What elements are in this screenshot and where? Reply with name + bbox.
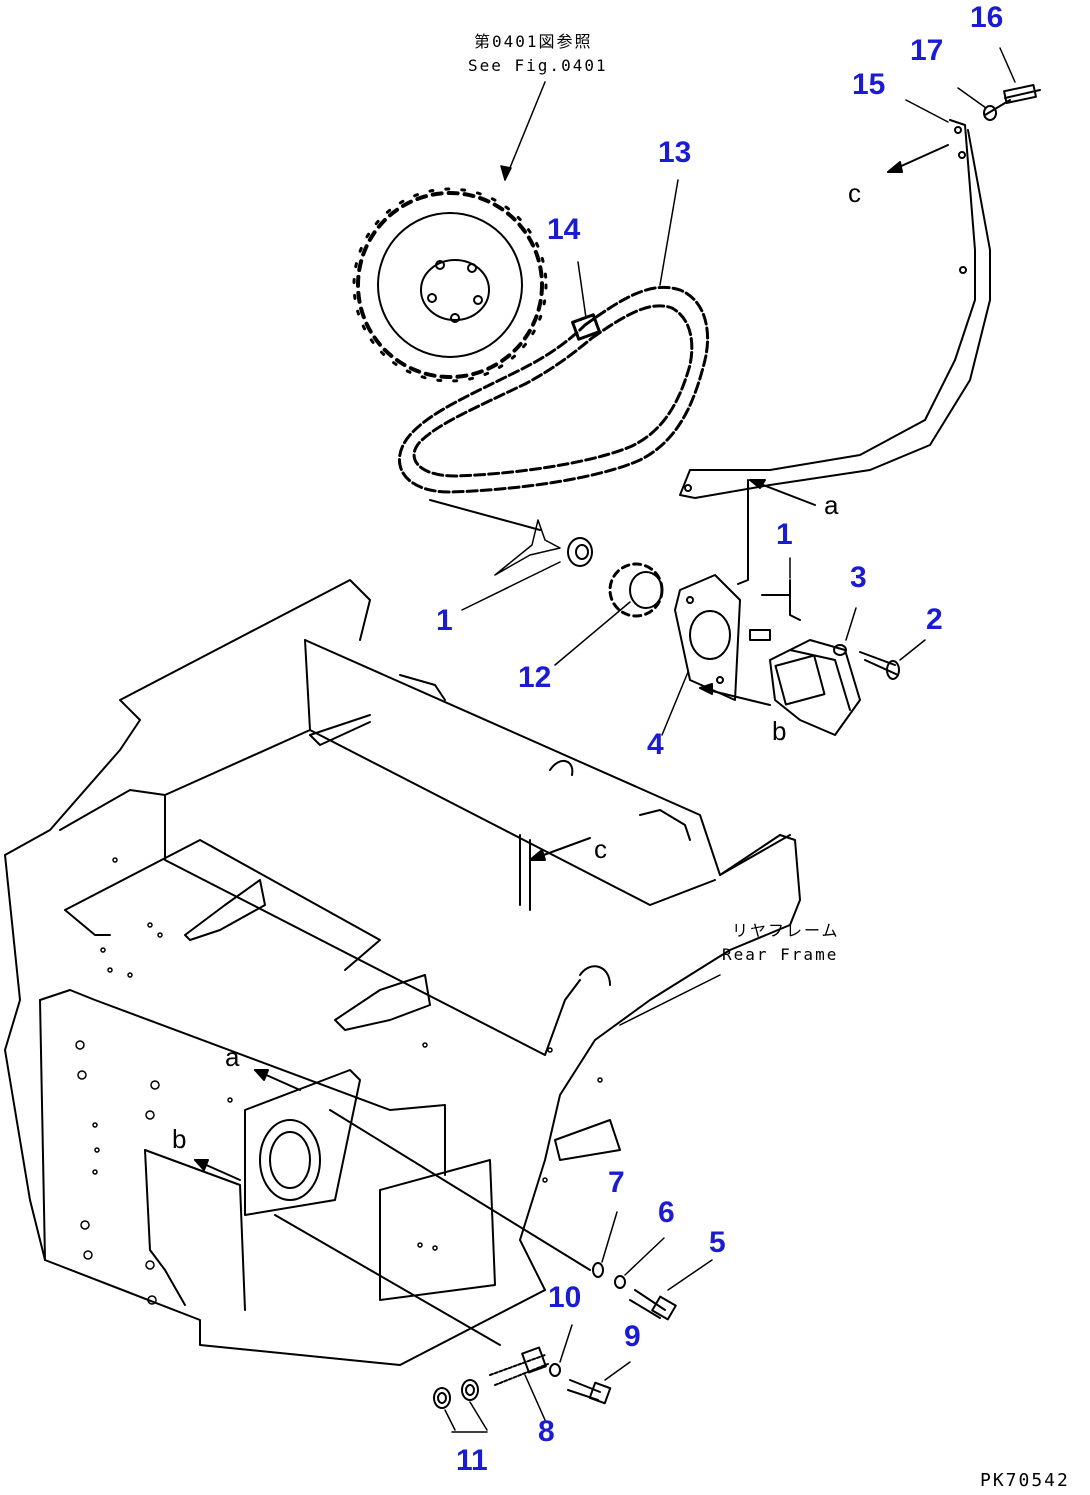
callout-5: 5	[709, 1226, 726, 1259]
callout-8: 8	[538, 1415, 555, 1448]
callout-1-motor: 1	[776, 518, 793, 551]
view-letter-b-frame: b	[172, 1124, 187, 1154]
chain-guard-bracket	[679, 84, 1041, 499]
callout-1-collar: 1	[436, 604, 453, 637]
drive-chain	[398, 285, 709, 494]
view-letter-a-frame: a	[225, 1042, 240, 1072]
callout-17: 17	[910, 34, 944, 67]
collar	[567, 537, 593, 567]
rear-frame-note-english: Rear Frame	[722, 945, 839, 964]
see-figure-note-english: See Fig.0401	[468, 56, 608, 75]
callout-16: 16	[970, 1, 1004, 34]
small-sprocket	[608, 562, 664, 618]
callout-15: 15	[852, 68, 886, 101]
callout-14: 14	[547, 213, 581, 246]
drawing-code: PK70542	[980, 1470, 1070, 1491]
view-letter-c-top: c	[848, 178, 861, 208]
callout-7: 7	[608, 1166, 625, 1199]
nuts-11	[433, 1379, 479, 1409]
mounting-plate	[674, 574, 741, 701]
view-letter-a-right: a	[824, 490, 839, 520]
callout-4: 4	[647, 728, 664, 761]
hydraulic-motor	[749, 579, 900, 736]
callout-12: 12	[518, 661, 552, 694]
callout-6: 6	[658, 1196, 675, 1229]
callout-10: 10	[548, 1281, 582, 1314]
large-sprocket	[352, 187, 548, 383]
callout-2: 2	[926, 603, 943, 636]
rear-frame	[4, 579, 801, 1366]
callout-9: 9	[624, 1320, 641, 1353]
bolt-9	[549, 1363, 612, 1405]
rear-frame-note-japanese: リヤフレーム	[732, 921, 840, 940]
stud-8	[489, 1346, 549, 1386]
bolt-5	[614, 1275, 677, 1321]
view-letter-c-frame: c	[594, 834, 607, 864]
view-letter-b-right: b	[772, 716, 787, 746]
washer-7	[592, 1262, 604, 1278]
callout-3: 3	[850, 561, 867, 594]
see-figure-note-japanese: 第0401図参照	[474, 32, 593, 51]
callout-11: 11	[456, 1444, 488, 1477]
callout-13: 13	[658, 136, 692, 169]
